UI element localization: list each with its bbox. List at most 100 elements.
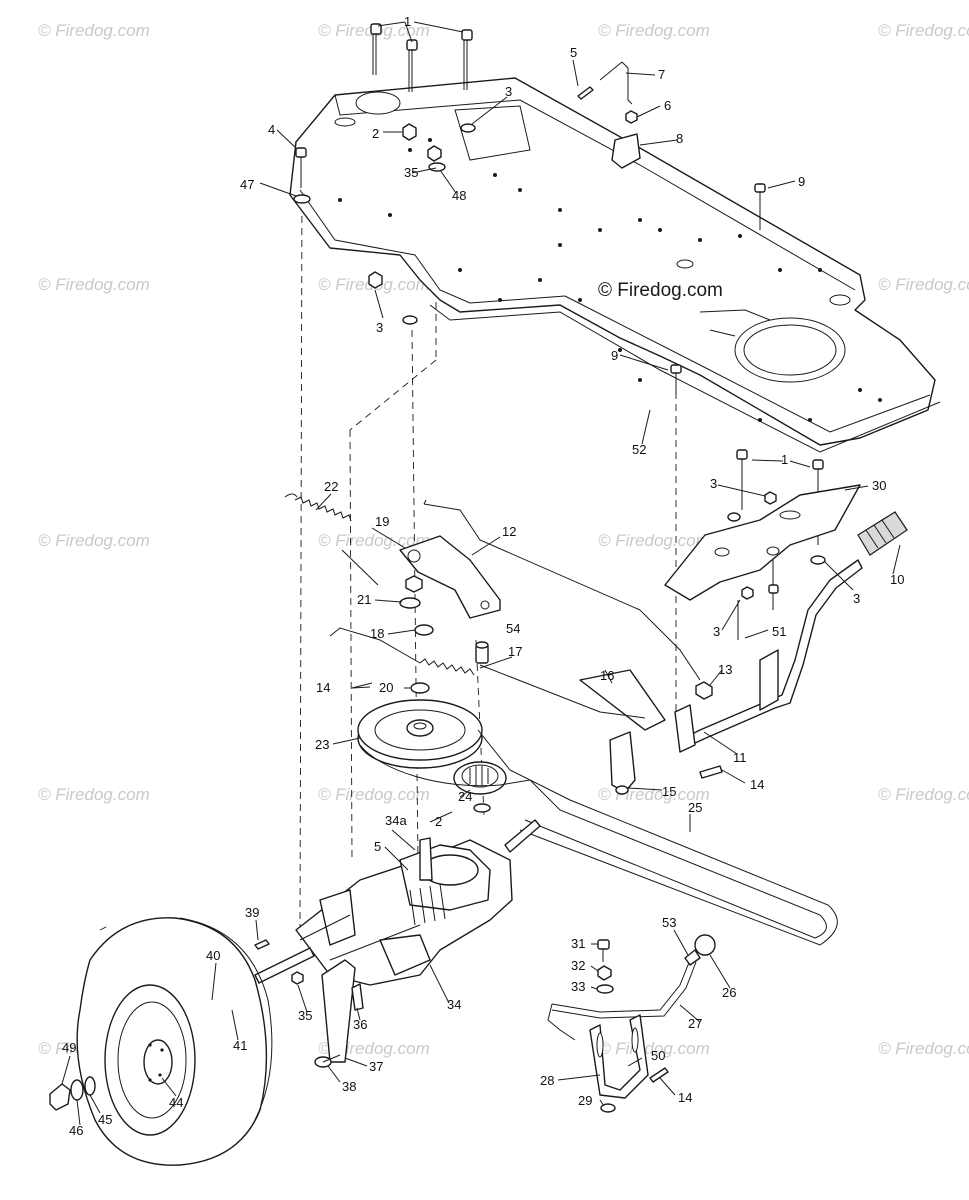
callout-48: 48	[452, 188, 466, 203]
bolt-21	[399, 575, 423, 609]
watermark-text: © Firedog.com	[598, 21, 710, 40]
watermark-center-text: © Firedog.com	[598, 280, 723, 301]
callout-26: 26	[722, 985, 736, 1000]
callout-24: 24	[458, 789, 472, 804]
bracket-30-assembly	[664, 449, 861, 640]
callout-21: 21	[357, 592, 371, 607]
callout-23: 23	[315, 737, 329, 752]
callout-3: 3	[713, 624, 720, 639]
spring-22	[284, 493, 379, 586]
callout-12: 12	[502, 524, 516, 539]
watermark-text: © Firedog.com	[598, 1039, 710, 1058]
watermark-text: © Firedog.com	[878, 785, 969, 804]
callout-3: 3	[505, 84, 512, 99]
callout-30: 30	[872, 478, 886, 493]
callout-37: 37	[369, 1059, 383, 1074]
top-bolts	[370, 23, 473, 92]
key-39	[254, 939, 270, 950]
callout-46: 46	[69, 1123, 83, 1138]
callout-51: 51	[772, 624, 786, 639]
callout-5: 5	[374, 839, 381, 854]
callout-25: 25	[688, 800, 702, 815]
callout-7: 7	[658, 67, 665, 82]
callout-17: 17	[508, 644, 522, 659]
callout-35: 35	[404, 165, 418, 180]
idler-arm-19	[399, 535, 501, 619]
callout-2: 2	[372, 126, 379, 141]
wheel-hardware	[49, 1076, 96, 1111]
watermark-text: © Firedog.com	[878, 21, 969, 40]
belt-25	[359, 729, 838, 946]
callout-14: 14	[316, 680, 330, 695]
callout-16: 16	[600, 668, 614, 683]
bolt-4	[293, 147, 311, 204]
callout-32: 32	[571, 958, 585, 973]
idler-pulley-24	[453, 761, 507, 813]
callout-9: 9	[611, 348, 618, 363]
pedal-grip	[857, 511, 908, 556]
transaxle-34	[254, 819, 541, 986]
watermark-text: © Firedog.com	[38, 275, 150, 294]
spacer-54	[475, 641, 489, 664]
callout-47: 47	[240, 177, 254, 192]
rod-12	[423, 499, 713, 700]
callout-52: 52	[632, 442, 646, 457]
callout-50: 50	[651, 1048, 665, 1063]
callout-10: 10	[890, 572, 904, 587]
callout-3: 3	[376, 320, 383, 335]
watermark-text: © Firedog.com	[318, 531, 430, 550]
callout-14: 14	[750, 777, 764, 792]
leader-lines	[61, 21, 901, 1126]
callout-6: 6	[664, 98, 671, 113]
callout-13: 13	[718, 662, 732, 677]
callout-45: 45	[98, 1112, 112, 1127]
callout-5: 5	[570, 45, 577, 60]
nut-35	[291, 971, 304, 985]
callout-9: 9	[798, 174, 805, 189]
callout-4: 4	[268, 122, 275, 137]
pulley-opening	[743, 324, 837, 376]
bolt-36	[351, 983, 364, 1011]
watermarks: © Firedog.com © Firedog.com © Firedog.co…	[38, 21, 969, 1058]
watermark-text: © Firedog.com	[38, 21, 150, 40]
latch-parts	[577, 61, 641, 169]
callout-22: 22	[324, 479, 338, 494]
nut-20	[410, 682, 430, 694]
callout-3: 3	[710, 476, 717, 491]
frame-nuts	[368, 123, 476, 325]
callout-labels: 1 3 2 4 47 5 7 6 8 9 35 48 3 9 52 1 3 30…	[62, 14, 904, 1138]
callout-19: 19	[375, 514, 389, 529]
callout-15: 15	[662, 784, 676, 799]
lever-assembly	[547, 934, 716, 1113]
callout-40: 40	[206, 948, 220, 963]
mount-hole	[355, 91, 401, 115]
bracket-15	[609, 704, 696, 795]
watermark-text: © Firedog.com	[38, 785, 150, 804]
callout-1: 1	[404, 14, 411, 29]
callout-14: 14	[678, 1090, 692, 1105]
callout-20: 20	[379, 680, 393, 695]
callout-54: 54	[506, 621, 520, 636]
callout-44: 44	[169, 1095, 183, 1110]
callout-2: 2	[435, 814, 442, 829]
callout-18: 18	[370, 626, 384, 641]
callout-27: 27	[688, 1016, 702, 1031]
watermark-text: © Firedog.com	[38, 531, 150, 550]
spring-17	[329, 627, 646, 719]
arm-37	[314, 959, 356, 1068]
bolts-9	[670, 183, 766, 395]
callout-39: 39	[245, 905, 259, 920]
callout-49: 49	[62, 1040, 76, 1055]
callout-35: 35	[298, 1008, 312, 1023]
callout-1: 1	[781, 452, 788, 467]
callout-11: 11	[733, 750, 747, 765]
watermark-text: © Firedog.com	[598, 531, 710, 550]
pulley-23	[357, 699, 483, 769]
callout-31: 31	[571, 936, 585, 951]
frame-deck	[289, 77, 941, 453]
rear-wheel	[76, 917, 273, 1166]
watermark-text: © Firedog.com	[878, 1039, 969, 1058]
watermark-text: © Firedog.com	[318, 785, 430, 804]
callout-41: 41	[233, 1038, 247, 1053]
